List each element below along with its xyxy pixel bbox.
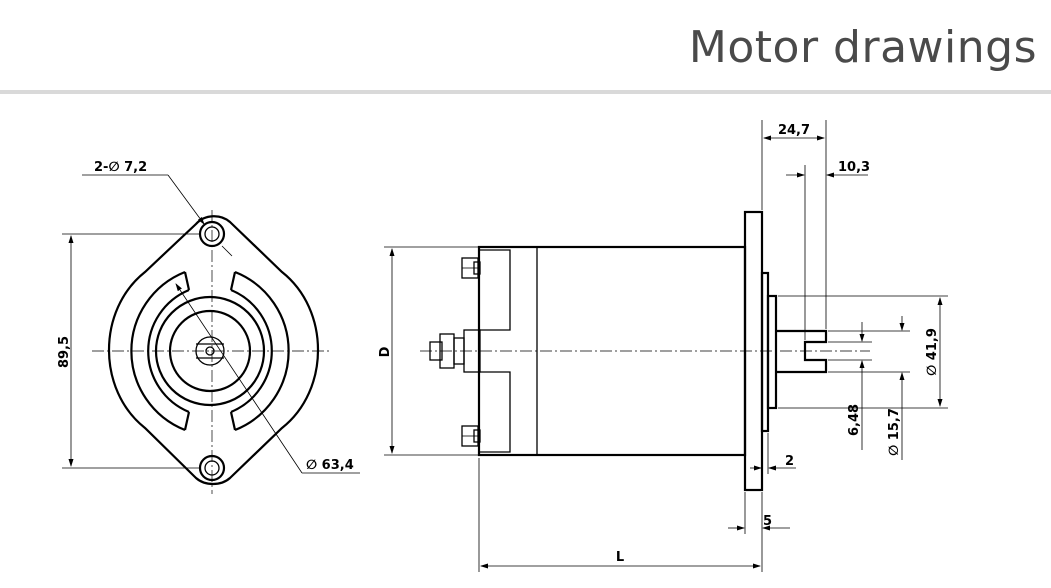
dim-flange-thickness-label: 5 (763, 514, 772, 529)
dim-pilot-label: ∅ 41,9 (925, 328, 940, 376)
dim-shaft-flat-label: 10,3 (838, 160, 870, 175)
dim-height-label: 89,5 (57, 336, 72, 368)
hole-leader (167, 174, 205, 225)
terminal-top (461, 257, 481, 279)
dim-diameter-label: D (378, 346, 393, 357)
dim-flange-shaft-label: 24,7 (778, 123, 810, 138)
side-view: D L 24,7 10,3 ∅ 41,9 ∅ 15,7 6,48 (378, 120, 948, 572)
center-boss-inner (168, 309, 252, 393)
header-divider (0, 90, 1051, 94)
circle-leader (175, 283, 303, 474)
dim-pilot-step-label: 2 (785, 454, 794, 469)
rear-cap-lower (480, 371, 511, 453)
output-shaft (776, 329, 828, 374)
pilot (766, 294, 778, 410)
page-title: Motor drawings (688, 22, 1037, 73)
terminal-bottom (461, 425, 481, 447)
dim-shaft-diameter-label: ∅ 15,7 (887, 408, 902, 456)
slot-arc-left-outer (130, 270, 186, 432)
dim-flat-width-label: 6,48 (847, 404, 862, 436)
front-flange-outline (108, 215, 319, 486)
dim-length-label: L (616, 550, 624, 565)
rear-cap-upper (480, 249, 511, 331)
dim-circle-label: ∅ 63,4 (306, 458, 354, 473)
front-view: 89,5 2-∅ 7,2 ∅ 63,4 (57, 160, 360, 494)
slot-arc-right-inner (230, 288, 273, 414)
dim-hole-label: 2-∅ 7,2 (94, 160, 147, 175)
